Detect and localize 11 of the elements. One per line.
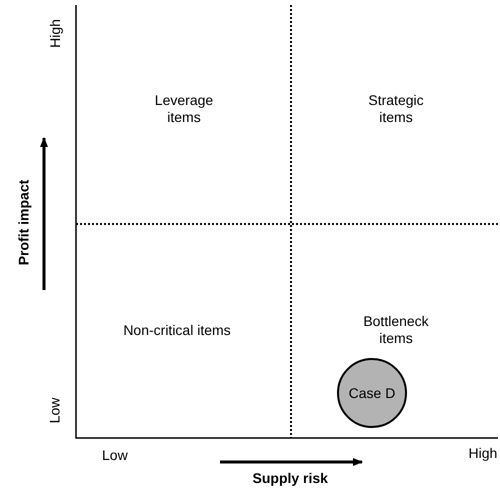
axis-title: Profit impact <box>15 179 32 265</box>
axis-tick-label: High <box>468 444 498 462</box>
quadrant-label: Strategic items <box>367 92 425 126</box>
axis-tick-label: Low <box>102 446 128 464</box>
quadrant-label: Leverage items <box>154 92 214 126</box>
axis-tick-label: High <box>46 18 64 48</box>
quadrant-label: Bottleneck items <box>362 313 430 347</box>
case-label: Case D <box>348 385 396 401</box>
axis-title: Supply risk <box>252 470 328 486</box>
axis-tick-label: Low <box>46 397 64 423</box>
quadrant-label: Non-critical items <box>122 322 232 338</box>
